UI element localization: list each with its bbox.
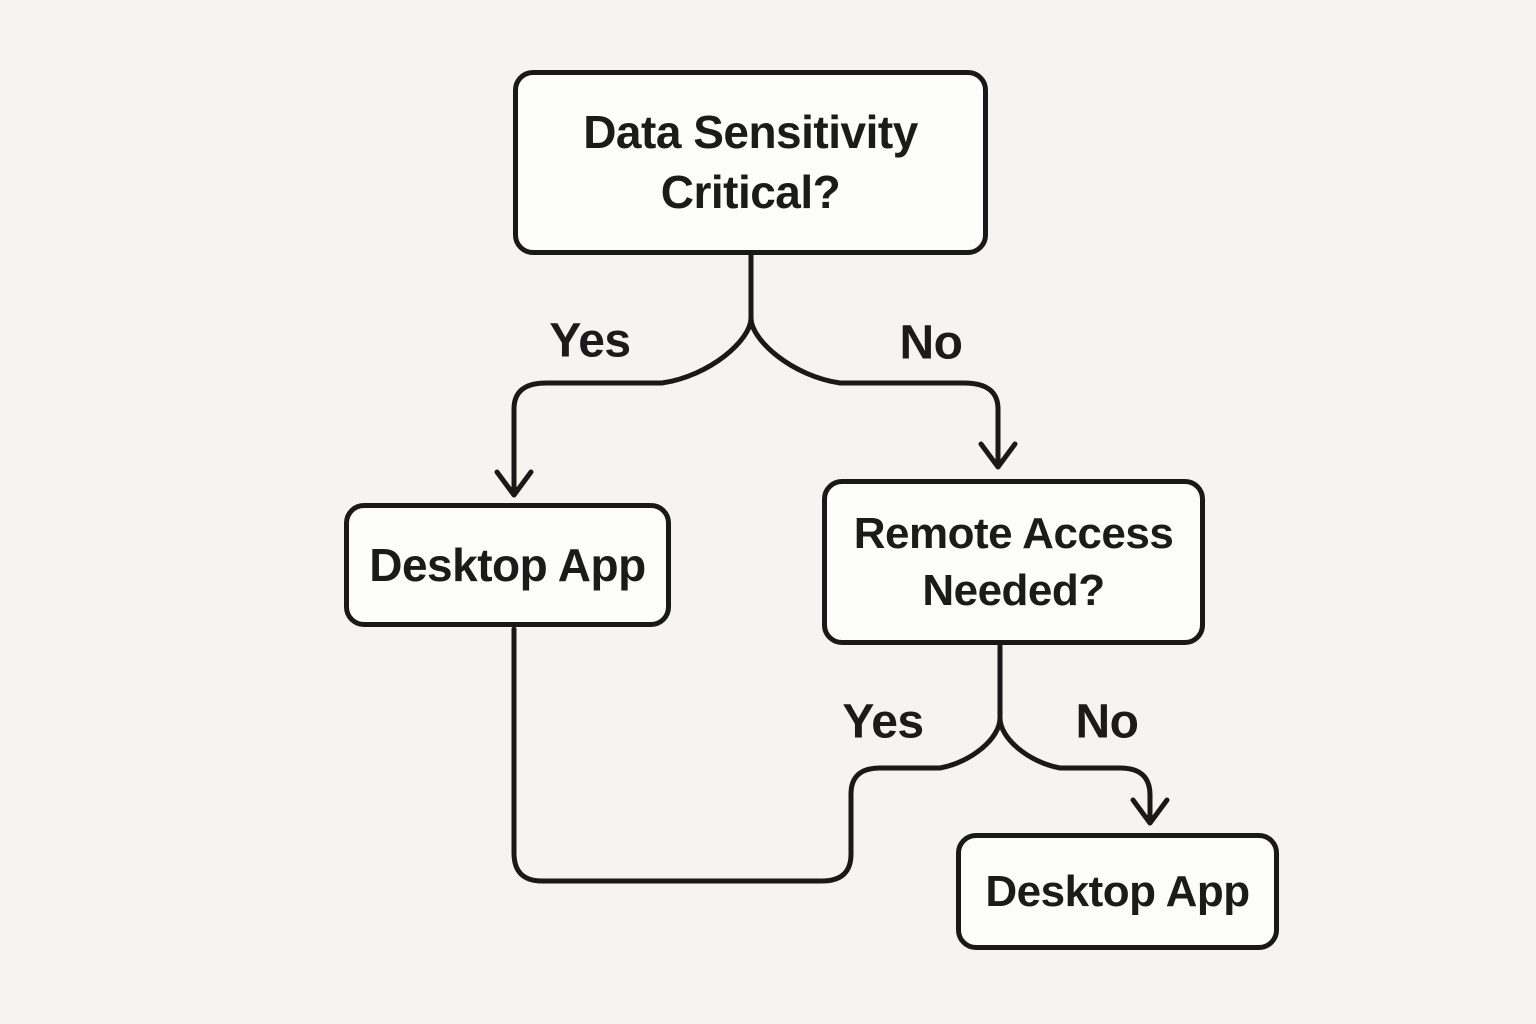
node-desktop-app-left-label: Desktop App xyxy=(369,539,646,591)
node-remote-access-needed-label: Remote Access Needed? xyxy=(853,508,1174,615)
edge-label-root-no: No xyxy=(899,316,963,370)
edge-remote-no-arrowhead xyxy=(1130,797,1170,826)
node-desktop-app-right-label: Desktop App xyxy=(985,866,1250,916)
edge-label-root-yes: Yes xyxy=(549,314,631,368)
node-data-sensitivity-critical-label: Data Sensitivity Critical? xyxy=(583,105,918,218)
node-desktop-app-right: Desktop App xyxy=(956,833,1279,950)
edge-label-remote-no: No xyxy=(1075,695,1139,749)
node-remote-access-needed: Remote Access Needed? xyxy=(822,479,1205,645)
node-desktop-app-left: Desktop App xyxy=(344,503,671,627)
edge-remote-yes-line xyxy=(511,626,1003,884)
edge-label-remote-yes: Yes xyxy=(842,695,924,749)
edge-root-yes-arrowhead xyxy=(494,469,534,498)
node-data-sensitivity-critical: Data Sensitivity Critical? xyxy=(513,70,988,255)
edge-root-no-arrowhead xyxy=(978,441,1018,470)
